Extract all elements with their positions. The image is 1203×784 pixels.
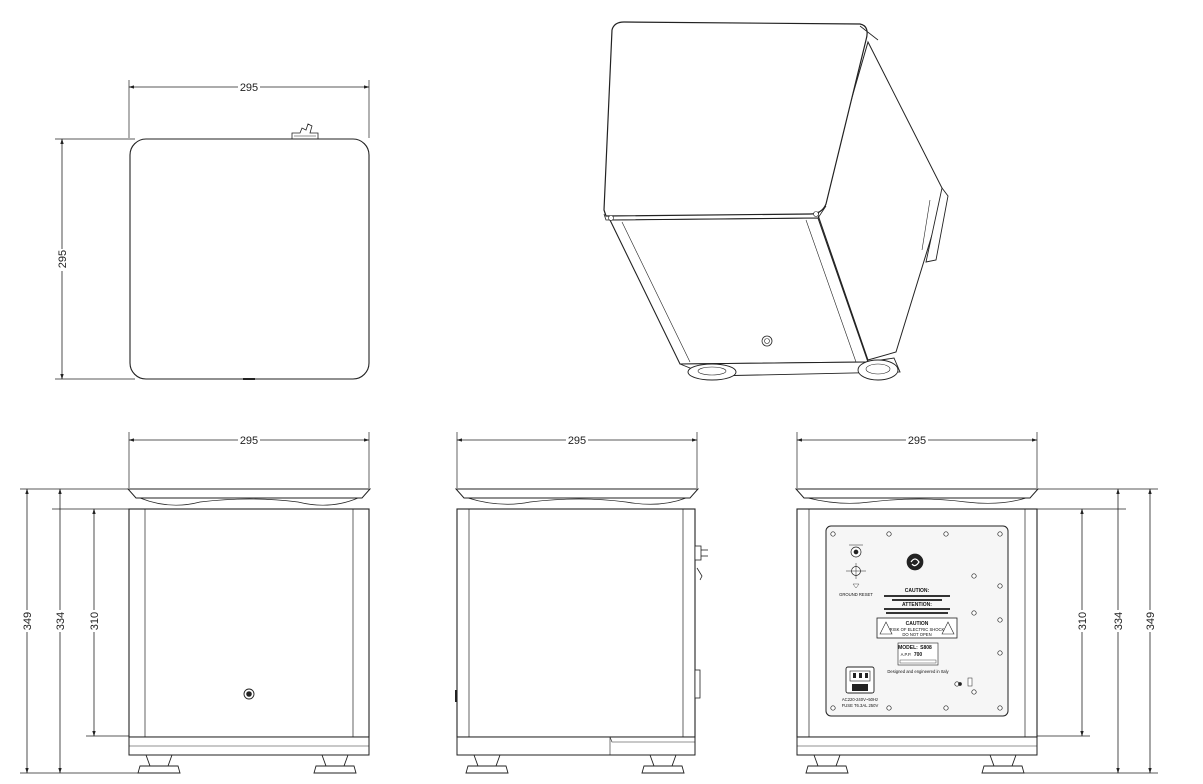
rear-total-height-dim: 349 xyxy=(1145,612,1157,630)
caution-text-lines-2 xyxy=(892,599,942,601)
top-view xyxy=(55,80,370,380)
rear-body-height-dim: 310 xyxy=(1077,612,1089,630)
caution-box-title: CAUTION xyxy=(906,621,929,627)
rear-cabinet-height-dim: 334 xyxy=(1113,612,1125,630)
front-total-height-dim: 349 xyxy=(22,612,34,630)
caution-box-line2: DO NOT OPEN xyxy=(902,632,931,637)
ground-reset-label: GROUND RESET xyxy=(839,592,873,597)
attention-text-lines xyxy=(884,608,950,610)
caution-box xyxy=(876,617,958,639)
amp-panel xyxy=(830,531,1003,711)
amp-label: A.P.P. xyxy=(901,652,912,657)
amp-value: 700 xyxy=(914,652,923,658)
front-width-dim: 295 xyxy=(240,435,258,447)
ac-rating-line2: FUSE T6.3AL 250V xyxy=(842,703,879,708)
front-cabinet-height-dim: 334 xyxy=(55,612,67,630)
caution-box-line1: RISK OF ELECTRIC SHOCK xyxy=(890,627,945,632)
model-label: MODEL: xyxy=(898,645,918,651)
side-view xyxy=(454,432,708,774)
attention-title: ATTENTION: xyxy=(902,602,932,608)
front-body-height-dim: 310 xyxy=(89,612,101,630)
model-label-box xyxy=(897,642,939,666)
side-width-dim: 295 xyxy=(568,435,586,447)
top-depth-dim: 295 xyxy=(57,250,69,268)
top-width-dim: 295 xyxy=(240,82,258,94)
attention-text-lines-2 xyxy=(886,612,948,614)
caution-text-lines xyxy=(884,595,950,597)
perspective-view xyxy=(603,21,949,381)
rear-width-dim: 295 xyxy=(908,435,926,447)
model-value: S808 xyxy=(920,645,932,651)
rear-view xyxy=(794,432,1158,774)
designed-text: Designed and engineered in Italy xyxy=(887,669,949,674)
caution-title: CAUTION: xyxy=(905,588,930,594)
ac-rating-line1: AC220-240V~50Hz xyxy=(842,697,878,702)
front-view xyxy=(20,432,372,774)
brand-logo-icon xyxy=(906,553,924,571)
